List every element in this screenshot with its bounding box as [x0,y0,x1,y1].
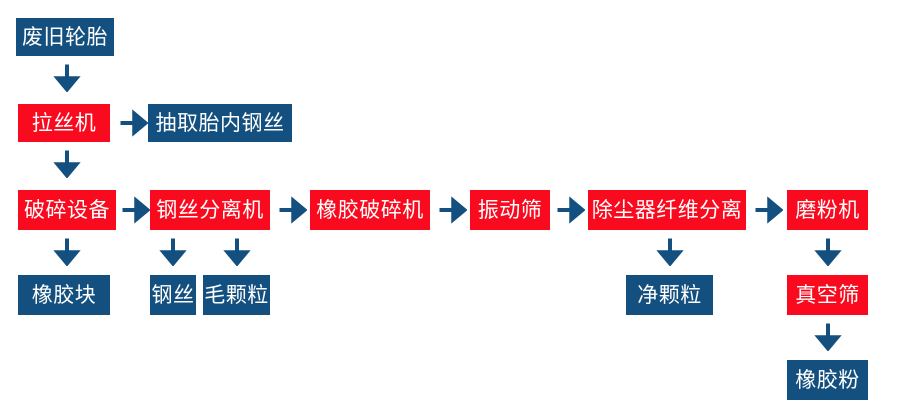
node-rubber-powder[interactable]: 橡胶粉 [787,360,868,400]
arrow-rubcrush-to-vibr-icon [437,195,467,225]
node-vibrating-screen[interactable]: 振动筛 [470,190,550,230]
node-rubber-block[interactable]: 橡胶块 [18,275,110,315]
arrow-crusher-to-block-icon [52,236,82,266]
arrow-wiresep-to-rubcrush-icon [277,195,307,225]
node-clean-granule[interactable]: 净颗粒 [626,275,713,315]
node-steel-wire[interactable]: 钢丝 [150,275,196,315]
arrow-tire-to-drawing-icon [52,62,82,92]
node-wire-separator[interactable]: 钢丝分离机 [150,190,270,230]
arrow-crusher-to-wiresep-icon [120,195,150,225]
node-rubber-crusher[interactable]: 橡胶破碎机 [310,190,430,230]
node-extract-bead-wire[interactable]: 抽取胎内钢丝 [148,104,292,142]
node-waste-tire[interactable]: 废旧轮胎 [16,18,114,56]
arrow-wiresep-to-wire-icon [158,236,188,266]
node-wire-drawing[interactable]: 拉丝机 [18,104,110,142]
arrow-drawing-to-crusher-icon [52,148,82,178]
arrow-drawing-to-bead-icon [118,108,148,138]
arrow-vacuum-to-powder-icon [813,321,843,351]
node-pulverizer[interactable]: 磨粉机 [787,190,868,230]
node-crusher[interactable]: 破碎设备 [18,190,116,230]
node-dust-fiber-sep[interactable]: 除尘器纤维分离 [588,190,746,230]
arrow-wiresep-to-fuzz-icon [222,236,252,266]
arrow-pulver-to-vacuum-icon [813,236,843,266]
arrow-dustfiber-to-pulver-icon [753,195,783,225]
node-vacuum-screen[interactable]: 真空筛 [787,275,868,315]
node-fuzz-granule[interactable]: 毛颗粒 [203,275,270,315]
arrow-vibr-to-dustfiber-icon [555,195,585,225]
arrow-dustfiber-to-clean-icon [655,236,685,266]
